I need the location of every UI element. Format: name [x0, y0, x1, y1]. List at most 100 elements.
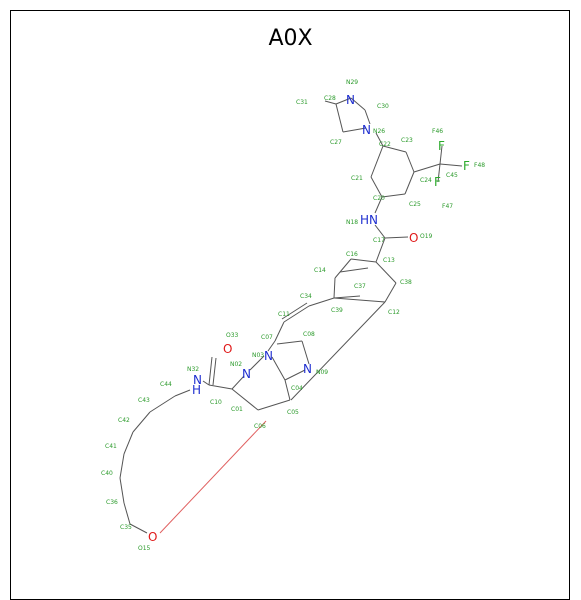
bond [132, 411, 151, 433]
bond [308, 297, 335, 307]
atom-label: C30 [377, 103, 389, 110]
atom-label: C06 [254, 423, 266, 430]
atom-label: O15 [138, 545, 151, 552]
atom-label: C28 [324, 95, 336, 102]
atom-label: C42 [118, 417, 130, 424]
bond [271, 356, 286, 381]
atom-label: C44 [160, 381, 172, 388]
atom-label: C10 [210, 399, 222, 406]
bond [381, 193, 406, 198]
atom-label: C04 [291, 385, 303, 392]
atom-label: C11 [278, 311, 290, 318]
atom-label: C22 [379, 141, 391, 148]
atom-symbol: N [346, 93, 355, 107]
bond [439, 163, 463, 167]
atom-symbol: N [193, 373, 202, 387]
atom-label: F46 [432, 128, 443, 135]
atom-label: C14 [314, 267, 326, 274]
atom-label: C01 [231, 406, 243, 413]
atom-label: C13 [383, 257, 395, 264]
bond [350, 97, 366, 111]
bond [335, 103, 344, 133]
atom-label: N32 [187, 366, 199, 373]
atom-symbol: F [438, 139, 445, 153]
bond [267, 340, 276, 352]
bond [284, 369, 306, 381]
bond [276, 340, 303, 345]
atom-label: N29 [346, 79, 358, 86]
atom-symbol: O [148, 530, 157, 544]
bond [257, 399, 291, 411]
bond [149, 395, 176, 413]
atom-symbol: H [192, 383, 201, 397]
bond [339, 267, 369, 273]
diagram-frame [10, 10, 570, 600]
bond [119, 477, 125, 504]
atom-label: C37 [354, 283, 366, 290]
bond [290, 301, 386, 401]
atom-label: C35 [120, 524, 132, 531]
atom-label: C36 [106, 499, 118, 506]
atom-label: F47 [442, 203, 453, 210]
bond [342, 127, 367, 133]
atom-label: C31 [296, 99, 308, 106]
atom-symbol: O [409, 231, 418, 245]
atom-label: C43 [138, 397, 150, 404]
bond [159, 420, 267, 534]
bond [333, 277, 336, 299]
atom-label: C17 [373, 237, 385, 244]
bond [374, 224, 386, 239]
bond [249, 355, 265, 371]
bond [413, 163, 441, 173]
atom-label: C23 [401, 137, 413, 144]
bond [119, 453, 125, 479]
bond [364, 109, 371, 125]
bond [370, 145, 384, 178]
atom-label: C21 [351, 175, 363, 182]
bond [283, 305, 310, 323]
atom-label: C34 [300, 293, 312, 300]
atom-label: N26 [373, 128, 385, 135]
bond [335, 97, 352, 105]
bond [375, 261, 397, 284]
atom-symbol: H [360, 213, 369, 227]
bond [281, 302, 308, 320]
bond [334, 258, 352, 279]
atom-label: N03 [252, 352, 264, 359]
bond [301, 340, 310, 365]
atom-label: C41 [105, 443, 117, 450]
bond [208, 356, 213, 386]
atom-label: C39 [331, 307, 343, 314]
bond [231, 375, 245, 390]
atom-symbol: N [303, 362, 312, 376]
bond [208, 384, 233, 390]
atom-label: C40 [101, 470, 113, 477]
bond [437, 163, 441, 183]
atom-symbol: N [369, 213, 378, 227]
atom-label: N02 [230, 361, 242, 368]
atom-label: C38 [400, 279, 412, 286]
bond [333, 297, 386, 303]
bond [384, 236, 409, 239]
atom-label: C24 [420, 177, 432, 184]
atom-label: C20 [373, 195, 385, 202]
bond [374, 196, 383, 214]
bond [123, 431, 134, 455]
bond [404, 171, 415, 195]
bond [350, 258, 377, 263]
bond [375, 237, 386, 263]
atom-label: C07 [261, 334, 273, 341]
molecule-title: A0X [268, 26, 313, 51]
bond [384, 282, 397, 303]
atom-label: C05 [287, 409, 299, 416]
atom-symbol: N [264, 349, 273, 363]
atom-symbol: F [463, 159, 470, 173]
bond [333, 295, 361, 299]
atom-symbol: N [242, 367, 251, 381]
atom-label: C16 [346, 251, 358, 258]
bond [284, 379, 291, 401]
atom-labels: N29 N C31 C28 C30 N N26 C27 C22 C23 F46 … [101, 79, 485, 552]
atom-label: O33 [226, 332, 239, 339]
atom-label: C27 [330, 139, 342, 146]
